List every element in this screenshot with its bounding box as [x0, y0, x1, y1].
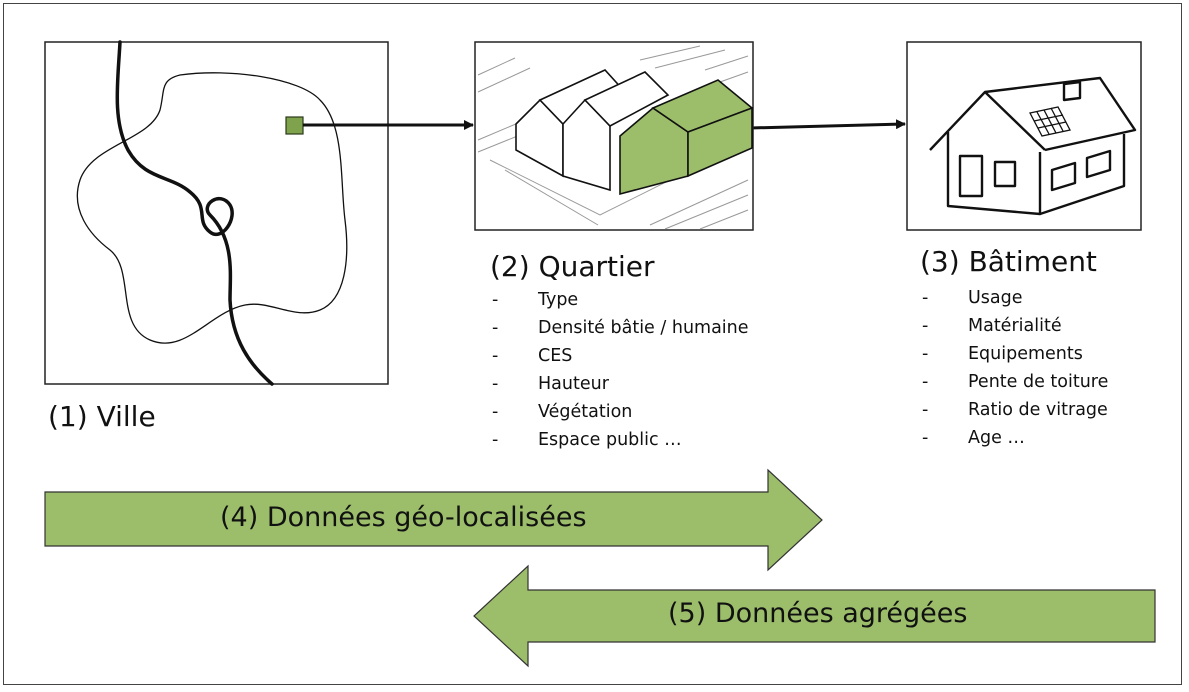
list-item: - Age …: [922, 424, 1108, 452]
list-item: - Matérialité: [922, 312, 1108, 340]
quartier-attr-label: Végétation: [538, 402, 633, 422]
geo-localized-data-label: (4) Données géo-localisées: [220, 502, 587, 533]
list-item: - Végétation: [492, 398, 749, 426]
quartier-attr-label: Densité bâtie / humaine: [538, 318, 749, 338]
quartier-attr-label: Hauteur: [538, 374, 609, 394]
quartier-title: (2) Quartier: [490, 250, 655, 283]
list-bullet: -: [922, 428, 929, 448]
city-boundary-outline: [76, 72, 348, 344]
connector-arrow-quartier-to-batiment: [749, 119, 906, 130]
list-item: - Densité bâtie / humaine: [492, 314, 749, 342]
selected-district-marker: [285, 116, 304, 135]
quartier-attr-label: CES: [538, 346, 573, 366]
city-map-frame: [44, 41, 389, 385]
batiment-attr-label: Age …: [968, 428, 1025, 448]
list-bullet: -: [492, 374, 499, 394]
quartier-attribute-list: - Type - Densité bâtie / humaine - CES - Hau…: [492, 286, 749, 454]
batiment-attribute-list: - Usage - Matérialité - Equipements - Pente …: [922, 284, 1108, 452]
batiment-attr-label: Usage: [968, 288, 1023, 308]
list-item: - Hauteur: [492, 370, 749, 398]
list-bullet: -: [922, 316, 929, 336]
list-item: - Pente de toiture: [922, 368, 1108, 396]
list-item: - Espace public …: [492, 426, 749, 454]
quartier-attr-label: Type: [538, 290, 579, 310]
list-item: - Type: [492, 286, 749, 314]
list-bullet: -: [922, 344, 929, 364]
batiment-panel: [906, 41, 1142, 231]
batiment-sketch-frame: [906, 41, 1142, 231]
list-item: - Ratio de vitrage: [922, 396, 1108, 424]
list-item: - CES: [492, 342, 749, 370]
list-bullet: -: [922, 400, 929, 420]
list-bullet: -: [492, 430, 499, 450]
list-bullet: -: [492, 318, 499, 338]
green-highlighted-building: [619, 79, 754, 196]
batiment-attr-label: Pente de toiture: [968, 372, 1109, 392]
quartier-attr-label: Espace public …: [538, 430, 682, 450]
house-sketch: [929, 76, 1137, 216]
aggregated-data-arrow: [473, 564, 1156, 668]
quartier-panel: [474, 41, 754, 231]
list-bullet: -: [492, 290, 499, 310]
list-bullet: -: [492, 402, 499, 422]
ville-title: (1) Ville: [48, 400, 156, 433]
figure-frame: [3, 3, 1182, 685]
list-item: - Equipements: [922, 340, 1108, 368]
list-bullet: -: [492, 346, 499, 366]
white-building-left: [515, 69, 627, 178]
aggregated-data-label: (5) Données agrégées: [668, 598, 968, 629]
geo-localized-data-arrow: [44, 468, 823, 572]
list-bullet: -: [922, 372, 929, 392]
batiment-title: (3) Bâtiment: [920, 245, 1097, 278]
batiment-attr-label: Ratio de vitrage: [968, 400, 1108, 420]
city-panel: [44, 40, 389, 386]
white-building-middle: [562, 71, 670, 192]
list-item: - Usage: [922, 284, 1108, 312]
list-bullet: -: [922, 288, 929, 308]
batiment-attr-label: Matérialité: [968, 316, 1062, 336]
solar-panel-sketch: [1029, 106, 1071, 137]
river-line: [115, 40, 274, 386]
batiment-attr-label: Equipements: [968, 344, 1083, 364]
